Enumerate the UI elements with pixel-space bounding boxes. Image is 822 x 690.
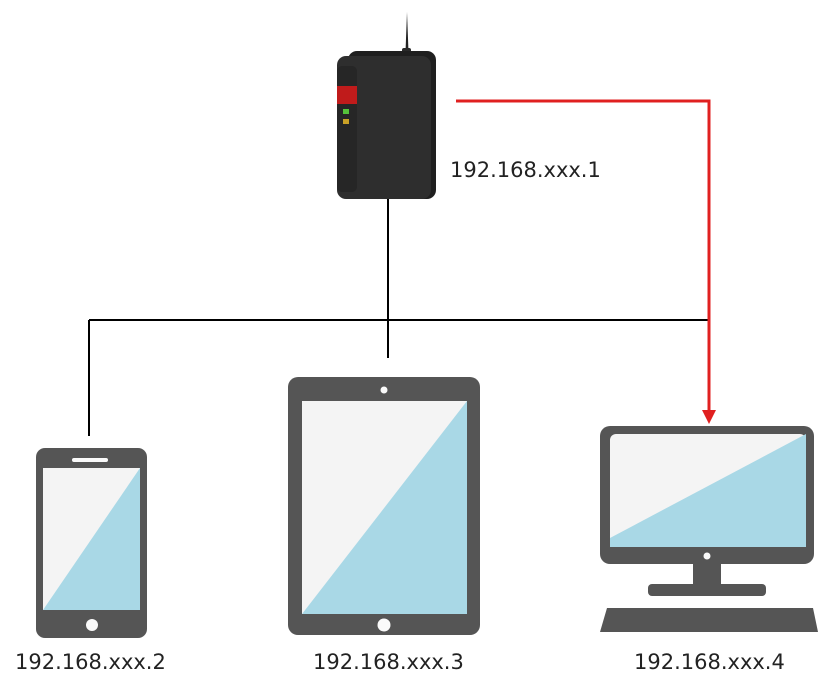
tablet-ip-label: 192.168.xxx.3: [313, 650, 464, 674]
monitor-stand: [648, 584, 766, 596]
desktop-computer-icon: [600, 426, 818, 632]
router-icon: [337, 12, 436, 199]
monitor-screen-reflection: [610, 434, 806, 547]
network-lines: [88, 198, 709, 436]
tablet-icon: [288, 377, 480, 635]
monitor-power-dot: [703, 552, 711, 560]
router-led-green: [343, 109, 349, 114]
computer-ip-label: 192.168.xxx.4: [634, 650, 785, 674]
router-side-panel: [337, 66, 357, 192]
highlight-arrowhead: [702, 410, 716, 424]
tablet-home-button: [377, 618, 391, 632]
router-ip-label: 192.168.xxx.1: [450, 158, 601, 182]
router-led-yellow: [343, 119, 349, 124]
highlight-path: [456, 99, 716, 424]
keyboard: [600, 608, 818, 632]
router-red-stripe: [337, 86, 357, 104]
tablet-screen-reflection: [302, 401, 467, 614]
phone-speaker: [72, 458, 108, 462]
monitor-neck: [693, 564, 721, 586]
router-antenna: [405, 12, 409, 52]
smartphone-ip-label: 192.168.xxx.2: [15, 650, 166, 674]
router-body: [337, 56, 431, 199]
phone-screen-reflection: [43, 468, 140, 610]
tablet-camera: [380, 386, 388, 394]
highlight-path-line: [456, 99, 711, 414]
smartphone-icon: [36, 448, 147, 638]
phone-home-button: [86, 619, 98, 631]
